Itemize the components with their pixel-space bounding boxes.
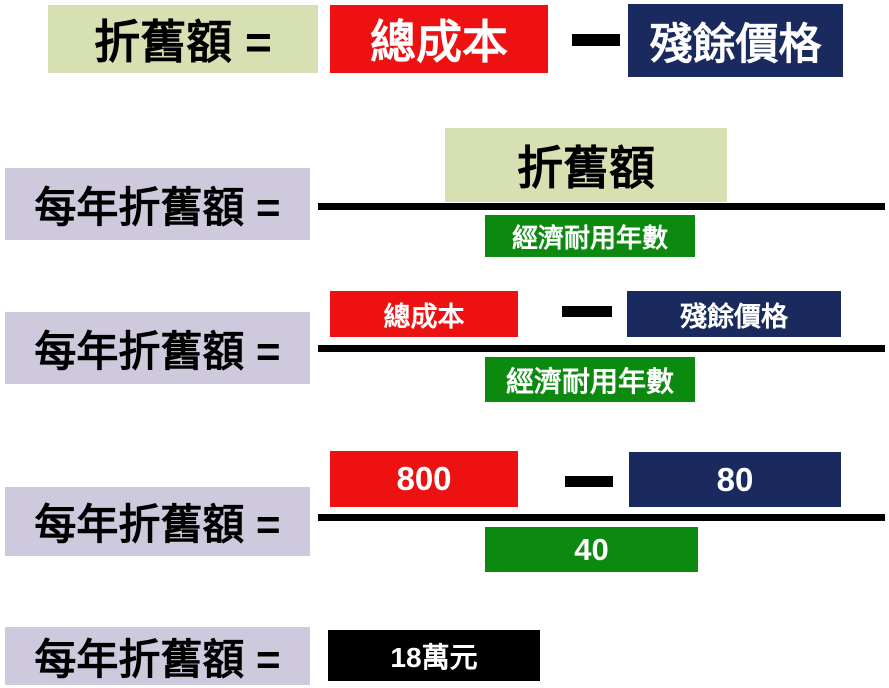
annual-depreciation-label: 每年折舊額 = — [5, 627, 310, 685]
fraction-bar — [318, 345, 885, 352]
annual-depreciation-label: 每年折舊額 = — [5, 312, 310, 384]
numerator-depreciation-box: 折舊額 — [445, 128, 727, 202]
depreciation-label: 折舊額 = — [48, 5, 318, 73]
minus-icon: — — [572, 34, 620, 46]
residual-value-box: 殘餘價格 — [628, 4, 843, 77]
annual-depreciation-label: 每年折舊額 = — [5, 487, 310, 556]
annual-depreciation-label: 每年折舊額 = — [5, 168, 310, 240]
minus-sign-text: — — [565, 476, 566, 477]
total-cost-box: 總成本 — [330, 291, 518, 337]
fraction-bar — [318, 203, 885, 210]
useful-life-box: 經濟耐用年數 — [485, 357, 695, 402]
minus-sign-text: — — [572, 34, 573, 35]
total-cost-value-box: 800 — [330, 451, 518, 507]
useful-life-value-box: 40 — [485, 527, 698, 572]
residual-value-value-box: 80 — [629, 452, 841, 507]
minus-icon: — — [562, 306, 612, 317]
useful-life-box: 經濟耐用年數 — [485, 215, 695, 257]
fraction-bar — [318, 514, 885, 521]
minus-icon: — — [565, 476, 613, 487]
result-box: 18萬元 — [328, 630, 540, 681]
total-cost-box: 總成本 — [330, 5, 548, 73]
minus-sign-text: — — [562, 306, 563, 307]
residual-value-box: 殘餘價格 — [627, 291, 841, 337]
